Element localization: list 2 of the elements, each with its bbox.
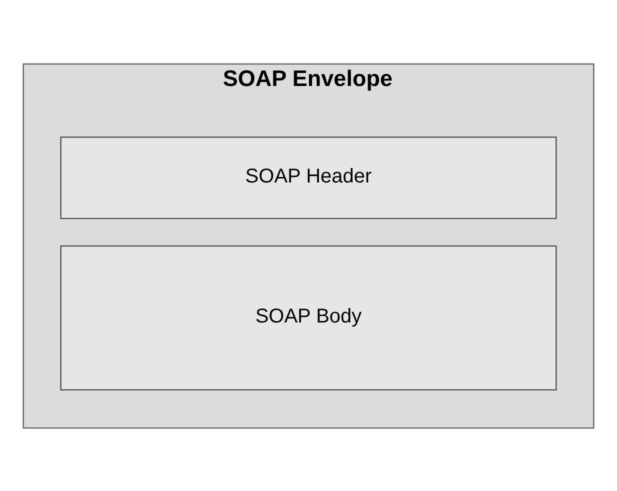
node-box: SOAP Header bbox=[60, 136, 557, 219]
node-box: SOAP Body bbox=[60, 244, 557, 390]
